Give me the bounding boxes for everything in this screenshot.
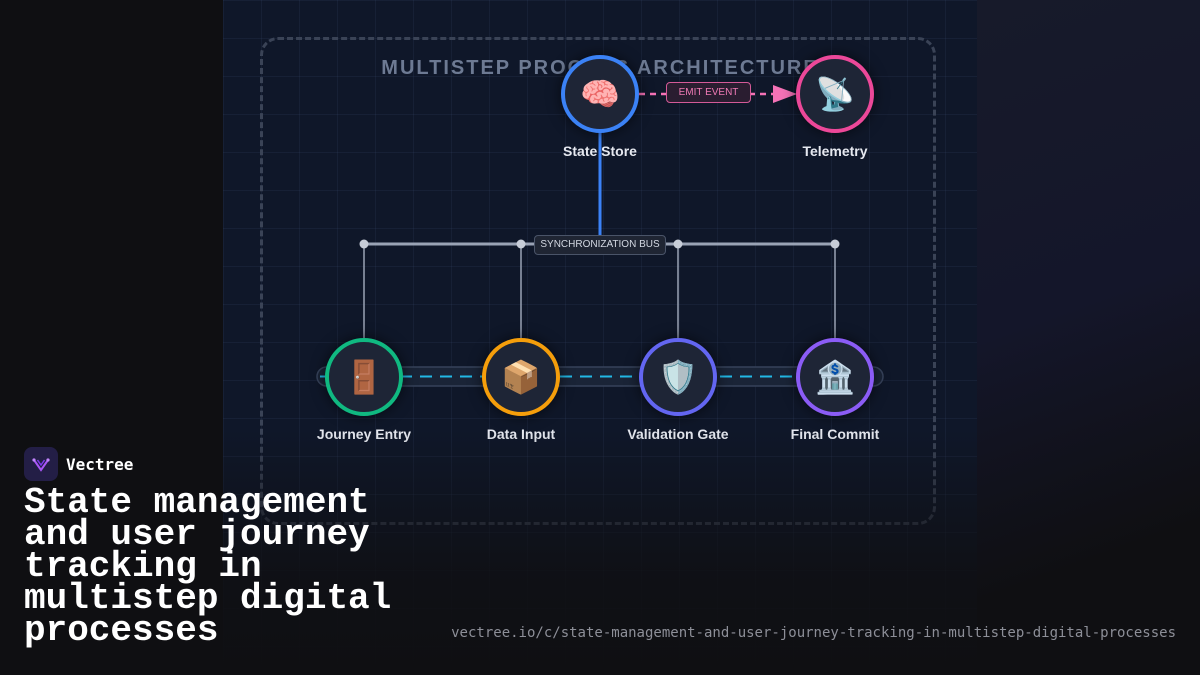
- state-store-node: 🧠: [561, 55, 639, 133]
- bus-junction-3: [673, 239, 683, 249]
- sync-bus-label: SYNCHRONIZATION BUS: [534, 235, 666, 255]
- bank-icon: 🏦: [815, 359, 855, 395]
- bus-junction-4: [830, 239, 840, 249]
- brain-icon: 🧠: [580, 76, 620, 112]
- final-commit-node: 🏦: [796, 338, 874, 416]
- state-store-label: State Store: [563, 143, 637, 159]
- brand: Vectree: [24, 447, 133, 481]
- satellite-dish-icon: 📡: [815, 76, 855, 112]
- telemetry-node: 📡: [796, 55, 874, 133]
- data-input-node: 📦: [482, 338, 560, 416]
- panel-fade: [223, 430, 977, 675]
- emit-event-arrowhead: [773, 85, 797, 103]
- door-icon: 🚪: [344, 359, 384, 395]
- journey-entry-node: 🚪: [325, 338, 403, 416]
- telemetry-label: Telemetry: [802, 143, 868, 159]
- article-headline: State management and user journey tracki…: [24, 482, 392, 651]
- emit-event-label: EMIT EVENT: [666, 82, 751, 103]
- background-gradient: [975, 0, 1200, 675]
- package-icon: 📦: [501, 359, 541, 395]
- brand-name: Vectree: [66, 454, 134, 474]
- bus-junction-1: [359, 239, 369, 249]
- bus-junction-2: [516, 239, 526, 249]
- article-url: vectree.io/c/state-management-and-user-j…: [451, 625, 1176, 641]
- validation-gate-node: 🛡️: [639, 338, 717, 416]
- vectree-logo-icon: [24, 447, 58, 481]
- shield-icon: 🛡️: [658, 359, 698, 395]
